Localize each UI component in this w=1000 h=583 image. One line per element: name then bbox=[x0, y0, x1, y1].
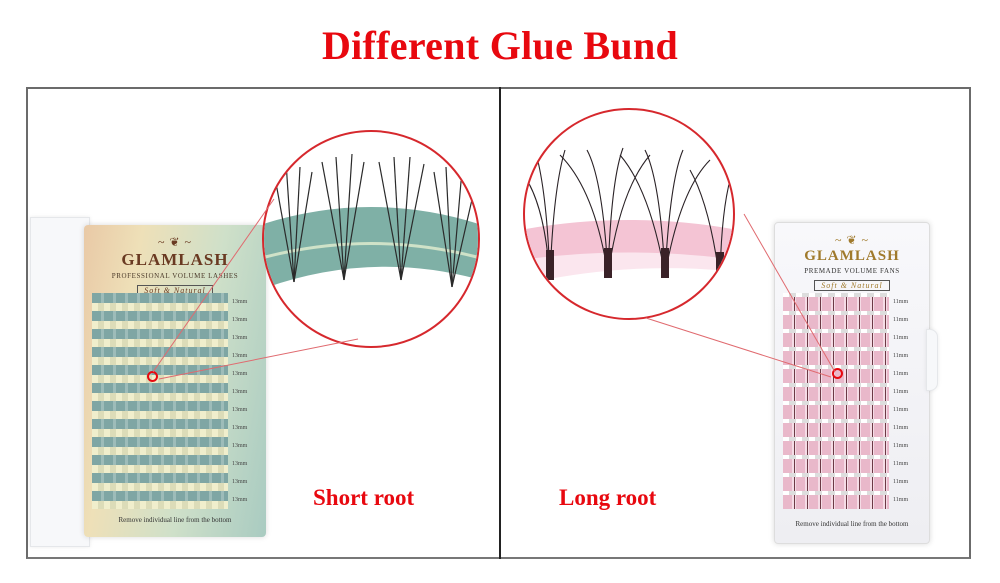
tray-footer-note: Remove individual line from the bottom bbox=[118, 516, 232, 524]
lash-row: 11mm bbox=[783, 473, 925, 491]
lash-row: 13mm bbox=[92, 311, 264, 329]
lash-closeup-pink bbox=[525, 147, 733, 284]
lash-rows: 13mm 13mm 13mm 13mm 13mm 13mm 13mm 13mm … bbox=[92, 293, 264, 509]
zoom-marker bbox=[832, 368, 843, 379]
zoom-circle-long-root bbox=[523, 108, 735, 320]
lash-row: 13mm bbox=[92, 437, 264, 455]
brand-name: GLAMLASH bbox=[121, 250, 229, 269]
lash-row: 11mm bbox=[783, 437, 925, 455]
caption-short-root: Short root bbox=[313, 485, 415, 510]
lash-closeup-green bbox=[264, 153, 478, 289]
lash-row: 11mm bbox=[783, 365, 925, 383]
lash-row: 13mm bbox=[92, 293, 264, 311]
case-lid bbox=[30, 217, 90, 547]
zoom-circle-short-root bbox=[262, 130, 480, 348]
lash-row: 11mm bbox=[783, 455, 925, 473]
lash-row: 11mm bbox=[783, 347, 925, 365]
panel-divider bbox=[499, 87, 501, 559]
lash-row: 13mm bbox=[92, 347, 264, 365]
ornament-icon: ~ ❦ ~ bbox=[834, 233, 870, 247]
product-subtitle: PROFESSIONAL VOLUME LASHES bbox=[111, 272, 239, 280]
lash-row: 13mm bbox=[92, 491, 264, 509]
lash-row: 11mm bbox=[783, 419, 925, 437]
comparison-frame bbox=[26, 87, 971, 559]
lash-row: 13mm bbox=[92, 419, 264, 437]
lash-row: 13mm bbox=[92, 329, 264, 347]
zoom-marker bbox=[147, 371, 158, 382]
product-tag: Soft & Natural bbox=[814, 280, 890, 291]
left-panel: ~ ❦ ~ GLAMLASH PROFESSIONAL VOLUME LASHE… bbox=[28, 89, 499, 557]
lash-row: 11mm bbox=[783, 383, 925, 401]
case-tab bbox=[926, 329, 938, 391]
brand-name: GLAMLASH bbox=[804, 248, 900, 264]
lash-row: 13mm bbox=[92, 455, 264, 473]
lash-row: 11mm bbox=[783, 491, 925, 509]
lash-row: 13mm bbox=[92, 401, 264, 419]
tray-branding: ~ ❦ ~ GLAMLASH PREMADE VOLUME FANS Soft … bbox=[775, 233, 929, 293]
lash-row: 11mm bbox=[783, 329, 925, 347]
lash-tray-green: ~ ❦ ~ GLAMLASH PROFESSIONAL VOLUME LASHE… bbox=[84, 225, 266, 537]
page-title: Different Glue Bund bbox=[321, 23, 679, 68]
lash-row: 13mm bbox=[92, 473, 264, 491]
ornament-icon: ~ ❦ ~ bbox=[157, 235, 193, 249]
lash-tray-pink: ~ ❦ ~ GLAMLASH PREMADE VOLUME FANS Soft … bbox=[774, 222, 930, 544]
lash-row: 13mm bbox=[92, 365, 264, 383]
lash-row: 13mm bbox=[92, 383, 264, 401]
right-panel: ~ ❦ ~ GLAMLASH PREMADE VOLUME FANS Soft … bbox=[501, 89, 969, 557]
product-subtitle: PREMADE VOLUME FANS bbox=[804, 267, 900, 275]
lash-row: 11mm bbox=[783, 293, 925, 311]
lash-row: 11mm bbox=[783, 401, 925, 419]
lash-rows: 11mm 11mm 11mm 11mm 11mm 11mm 11mm 11mm … bbox=[783, 293, 925, 509]
lash-row: 11mm bbox=[783, 311, 925, 329]
tray-footer-note: Remove individual line from the bottom bbox=[795, 520, 909, 528]
caption-long-root: Long root bbox=[559, 485, 657, 510]
tray-branding: ~ ❦ ~ GLAMLASH PROFESSIONAL VOLUME LASHE… bbox=[84, 235, 266, 298]
